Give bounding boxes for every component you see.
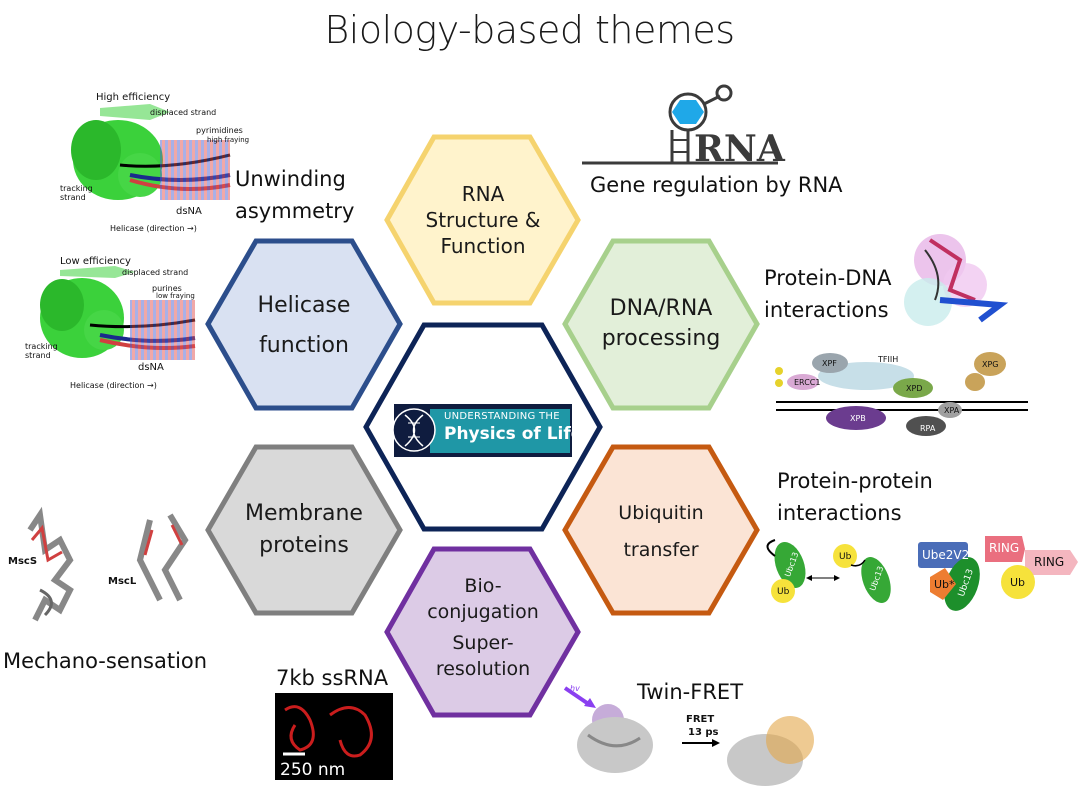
xpb-label: XPB: [850, 414, 866, 423]
hex-membrane: [205, 444, 403, 616]
hex-dna-line: DNA/RNA: [609, 296, 713, 321]
ubiquitin-figure: [766, 536, 1078, 611]
helicase-direction-label: Helicase (direction →): [70, 381, 157, 390]
hv-label: hv: [570, 684, 580, 693]
ring-label: RING: [989, 541, 1020, 555]
fret-label: FRET: [686, 714, 715, 725]
ercc1-label: ERCC1: [794, 378, 821, 387]
mechano-label: Mechano-sensation: [3, 649, 208, 673]
ssrna-label: 7kb ssRNA: [276, 666, 389, 690]
xpg-label: XPG: [982, 360, 999, 369]
protein-dna-line: interactions: [764, 297, 889, 322]
protein-dna-structure: [904, 234, 1009, 326]
rpa-label: RPA: [920, 424, 936, 433]
hex-helicase: [205, 238, 403, 411]
mscs-label: MscS: [8, 556, 38, 567]
scale-bar-label: 250 nm: [280, 760, 346, 780]
ssrna-microscopy-image: [275, 693, 393, 780]
ub-label: Ub: [839, 552, 852, 562]
protein-protein-line: interactions: [777, 500, 902, 525]
mscs-structure: [27, 506, 74, 622]
pyrimidines-label: pyrimidines: [196, 126, 243, 135]
purines-label: purines: [152, 284, 182, 293]
protein-dna-label: Protein-DNA interactions: [764, 263, 891, 326]
hex-ubiquitin-line: Ubiquitin: [618, 502, 704, 524]
hex-bio-label: Bio- conjugation Super- resolution: [406, 574, 560, 683]
hex-rna-label: RNA Structure & Function: [406, 181, 560, 259]
gene-regulation-label: Gene regulation by RNA: [590, 173, 843, 197]
protein-protein-label: Protein-protein interactions: [777, 466, 933, 529]
hex-bio: [384, 546, 581, 718]
ring-label: RING: [1034, 555, 1065, 569]
unwinding-line: Unwinding: [235, 167, 346, 191]
hex-rna-line: Function: [440, 234, 526, 258]
twin-fret-figure: [563, 686, 814, 786]
helicase-figure-bottom: [40, 266, 196, 360]
helicase-figure-top: [71, 104, 231, 200]
helicase-direction-label: Helicase (direction →): [110, 224, 197, 233]
hex-dna-label: DNA/RNA processing: [584, 294, 738, 353]
unwinding-label: Unwinding asymmetry: [235, 164, 354, 227]
displaced-strand-label: displaced strand: [122, 268, 189, 277]
tracking-strand-label: tracking strand: [25, 342, 58, 360]
hex-bio-line: resolution: [435, 657, 531, 680]
hex-membrane-label: Membrane proteins: [228, 498, 380, 562]
hex-dna-line: processing: [601, 325, 721, 351]
physics-of-life-logo: [392, 404, 572, 457]
twin-fret-label: Twin-FRET: [637, 680, 744, 704]
protein-protein-line: Protein-protein: [777, 469, 933, 493]
xpf-label: XPF: [822, 359, 837, 368]
high-efficiency-label: High efficiency: [96, 92, 171, 103]
hex-helicase-line: Helicase: [257, 293, 351, 318]
hex-rna: [384, 134, 581, 306]
fraying-label: low fraying: [156, 292, 195, 300]
hex-membrane-line: proteins: [259, 532, 349, 558]
hex-bio-line: Super-: [452, 632, 514, 655]
low-efficiency-label: Low efficiency: [60, 256, 131, 267]
mscl-label: MscL: [108, 576, 137, 587]
mscl-structure: [136, 513, 189, 602]
hex-ubiquitin: [562, 444, 760, 616]
tracking-strand-label: tracking strand: [60, 184, 93, 202]
ub-label: Ub: [777, 587, 790, 597]
hex-membrane-line: Membrane: [245, 501, 363, 526]
hex-ubiquitin-label: Ubiquitin transfer: [584, 495, 738, 569]
xpd-label: XPD: [906, 384, 923, 393]
rna-logo: RNA: [582, 84, 786, 170]
dsna-label: dsNA: [138, 362, 164, 373]
protein-dna-line: Protein-DNA: [764, 266, 892, 290]
tfiih-diagram: [775, 352, 1028, 436]
dsna-label: dsNA: [176, 206, 202, 217]
hex-bio-line: Bio-: [464, 575, 502, 597]
hex-ubiquitin-line: transfer: [623, 539, 699, 562]
ub-label: Ub: [1010, 576, 1026, 589]
displaced-strand-label: displaced strand: [150, 108, 217, 117]
tfiih-label: TFIIH: [878, 355, 899, 364]
hex-bio-line: conjugation: [427, 600, 539, 623]
unwinding-line: asymmetry: [235, 198, 355, 223]
hex-rna-line: Structure &: [425, 208, 541, 232]
hex-helicase-label: Helicase function: [228, 286, 380, 365]
logo-line2: Physics of Life: [444, 424, 583, 444]
hex-dna: [562, 238, 760, 411]
logo-line1: UNDERSTANDING THE: [444, 411, 560, 422]
hex-rna-line: RNA: [461, 182, 505, 206]
ube2v2-label: Ube2V2: [922, 548, 970, 562]
fret-time-label: 13 ps: [688, 727, 719, 738]
ub-star-label: Ub*: [934, 578, 955, 591]
fraying-label: high fraying: [207, 136, 250, 144]
xpa-label: XPA: [944, 406, 960, 415]
rna-logo-text: RNA: [694, 128, 786, 170]
page-title: Biology-based themes: [324, 8, 735, 52]
hex-helicase-line: function: [259, 332, 349, 358]
